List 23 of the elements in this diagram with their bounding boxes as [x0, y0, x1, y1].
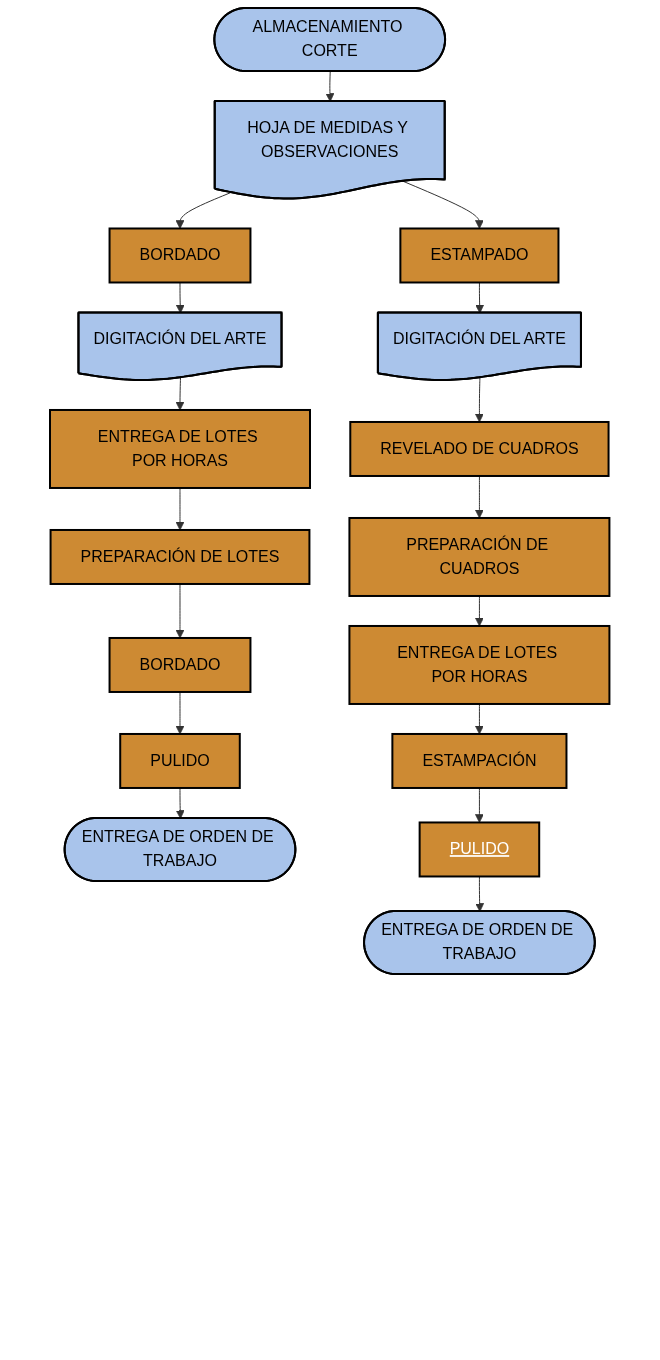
node-box: PREPARACIÓN DE CUADROS [348, 517, 611, 597]
arrow [175, 377, 185, 411]
node-box: ESTAMPACIÓN [391, 732, 568, 789]
arrow [475, 595, 485, 627]
arrow [475, 787, 485, 823]
node-box: ENTREGA DE LOTES POR HORAS [348, 625, 611, 705]
arrow [402, 180, 485, 229]
node-box: BORDADO [108, 637, 252, 693]
node-box: PULIDO [418, 821, 541, 878]
arrow [475, 875, 485, 912]
arrow [175, 487, 185, 531]
arrow [176, 787, 185, 819]
node-box: PULIDO [119, 732, 242, 789]
arrow [475, 475, 485, 519]
arrow [475, 703, 485, 735]
arrow [175, 691, 185, 735]
node-box: BORDADO [108, 227, 252, 284]
arrow [175, 583, 185, 639]
node-box: ENTREGA DE LOTES POR HORAS [49, 409, 312, 489]
node-box: ESTAMPADO [399, 227, 560, 284]
arrow [475, 377, 485, 423]
node-box: PREPARACIÓN DE LOTES [49, 529, 311, 585]
node-box: REVELADO DE CUADROS [349, 421, 610, 477]
